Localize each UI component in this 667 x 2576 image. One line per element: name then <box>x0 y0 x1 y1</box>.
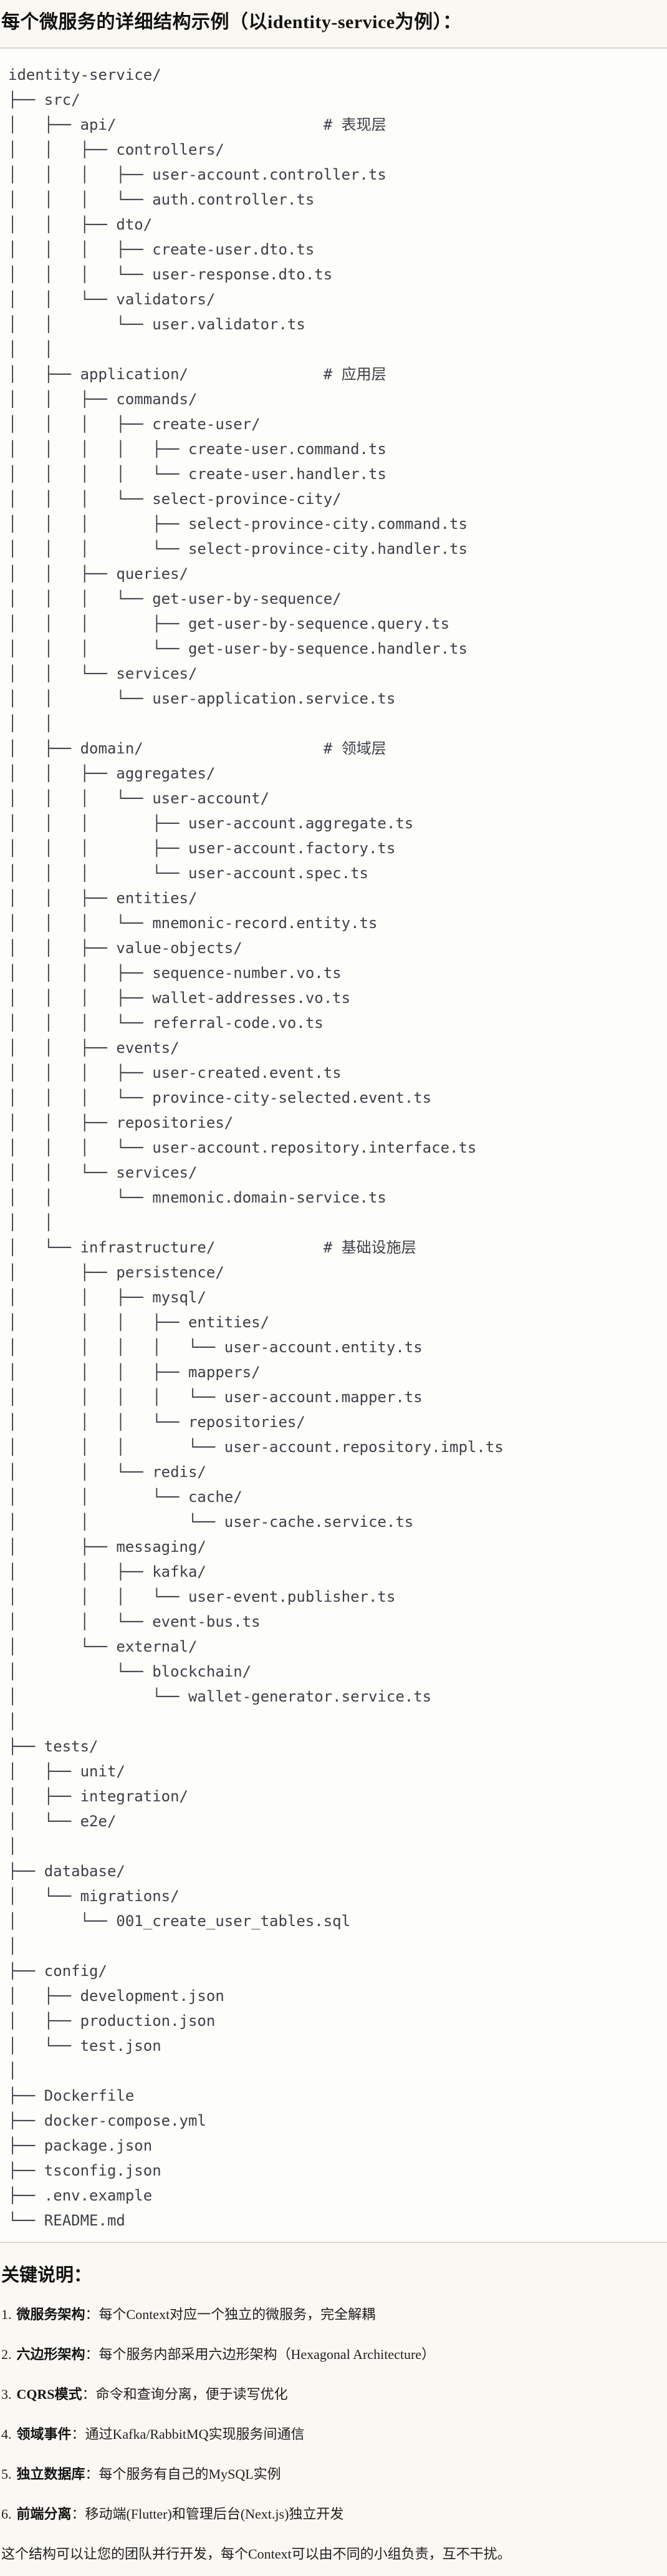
note-term: 独立数据库 <box>16 2466 85 2482</box>
note-item-domain-events: 4.领域事件：通过Kafka/RabbitMQ实现服务间通信 <box>1 2424 662 2445</box>
note-item-frontend-separation: 6.前端分离：移动端(Flutter)和管理后台(Next.js)独立开发 <box>1 2504 662 2525</box>
note-number: 5. <box>1 2466 12 2482</box>
note-item-hexagonal-architecture: 2.六边形架构：每个服务内部采用六边形架构（Hexagonal Architec… <box>1 2344 662 2365</box>
note-text: ：每个服务内部采用六边形架构（Hexagonal Architecture） <box>85 2346 436 2362</box>
note-number: 1. <box>1 2307 12 2322</box>
note-text: ：每个服务有自己的MySQL实例 <box>85 2466 281 2482</box>
note-term: CQRS模式 <box>16 2386 82 2402</box>
key-notes-section: 关键说明： 1. 微服务架构：每个Context对应一个独立的微服务，完全解耦 2… <box>0 2263 667 2576</box>
page-title: 每个微服务的详细结构示例（以identity-service为例）： <box>1 12 462 32</box>
note-term: 六边形架构 <box>16 2346 85 2362</box>
note-number: 4. <box>1 2426 12 2442</box>
note-item-cqrs-pattern: 3.CQRS模式：命令和查询分离，便于读写优化 <box>1 2384 662 2405</box>
note-term: 领域事件 <box>16 2426 72 2442</box>
note-number: 2. <box>1 2346 12 2362</box>
note-term: 前端分离 <box>16 2506 72 2522</box>
note-item-microservice-architecture: 1. 微服务架构：每个Context对应一个独立的微服务，完全解耦 <box>1 2304 662 2325</box>
note-term: 微服务架构 <box>16 2307 85 2322</box>
note-text: ：移动端(Flutter)和管理后台(Next.js)独立开发 <box>71 2506 344 2522</box>
note-item-independent-database: 5.独立数据库：每个服务有自己的MySQL实例 <box>1 2464 662 2485</box>
directory-tree: identity-service/ ├── src/ │ ├── api/ # … <box>8 66 504 2229</box>
note-text: ：命令和查询分离，便于读写优化 <box>82 2386 288 2402</box>
note-number: 6. <box>1 2506 12 2522</box>
closing-paragraph: 这个结构可以让您的团队并行开发，每个Context可以由不同的小组负责，互不干扰… <box>1 2546 511 2562</box>
directory-tree-code-block: identity-service/ ├── src/ │ ├── api/ # … <box>0 47 667 2243</box>
notes-list: 1. 微服务架构：每个Context对应一个独立的微服务，完全解耦 2.六边形架构… <box>1 2304 662 2525</box>
notes-heading: 关键说明： <box>1 2265 92 2285</box>
note-text: ：通过Kafka/RabbitMQ实现服务间通信 <box>71 2426 305 2442</box>
note-number: 3. <box>1 2386 12 2402</box>
note-text: ：每个Context对应一个独立的微服务，完全解耦 <box>85 2307 376 2322</box>
